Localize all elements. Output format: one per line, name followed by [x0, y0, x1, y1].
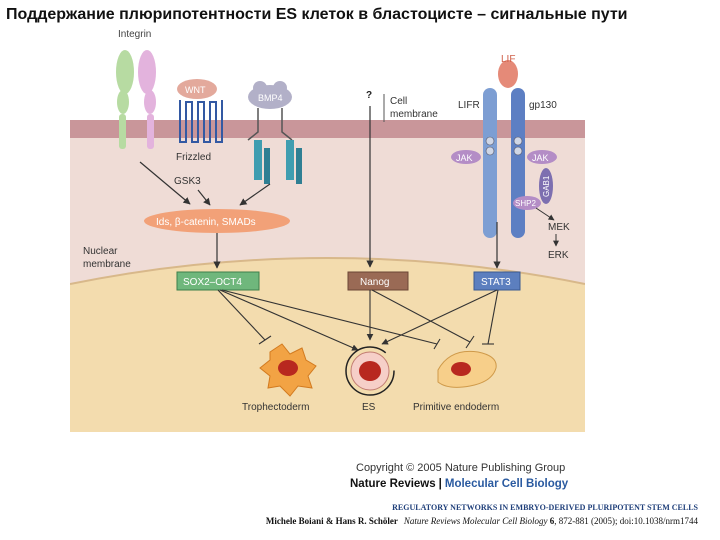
erk-label: ERK [548, 250, 569, 261]
nanog-label: Nanog [360, 277, 389, 288]
reference-pages-doi: , 872-881 (2005); doi:10.1038/nrm1744 [554, 516, 698, 526]
brand-separator: | [438, 478, 442, 490]
frizzled-receptor [179, 100, 223, 143]
integrin-complex-arrow [139, 161, 191, 205]
gab1 [539, 168, 553, 204]
wnt-ligand [177, 79, 217, 99]
signaling-diagram: Integrin WNT Frizzled BMP4 ? Cell membra… [70, 29, 585, 432]
jak-left-label: JAK [456, 153, 473, 163]
cell-membrane-label-2: membrane [390, 109, 438, 120]
ids-catenin-smads-complex [144, 209, 290, 233]
stat3-label: STAT3 [481, 277, 511, 288]
lifr-label: LIFR [458, 100, 480, 111]
copyright-notice: Copyright © 2005 Nature Publishing Group [356, 462, 566, 474]
shp2-mek-arrow [535, 207, 555, 221]
slide-title: Поддержание плюрипотентности ES клеток в… [6, 6, 628, 23]
brand-molecular-cell-biology: Molecular Cell Biology [444, 478, 569, 490]
gsk3-label: GSK3 [174, 176, 201, 187]
jak-right [527, 150, 557, 164]
lif-label: LIF [501, 54, 515, 65]
bmp4-receptor-right [286, 140, 294, 180]
nuclear-membrane-label-2: membrane [83, 259, 131, 270]
gp130-label: gp130 [529, 100, 557, 111]
wnt-label: WNT [185, 85, 206, 95]
jak-right-label: JAK [532, 153, 549, 163]
primitive-endoderm-label: Primitive endoderm [413, 402, 499, 413]
question-mark: ? [366, 90, 372, 101]
reference-volume: 6 [549, 516, 555, 526]
bmp4-receptor-left [254, 140, 262, 180]
journal-brand: Nature Reviews|Molecular Cell Biology [350, 478, 568, 490]
mek-label: MEK [548, 222, 570, 233]
bmp4-receptor-right-extra [281, 108, 293, 141]
nucleus [70, 258, 585, 432]
reference-title: REGULATORY NETWORKS IN EMBRYO-DERIVED PL… [392, 503, 698, 512]
frizzled-label: Frizzled [176, 152, 211, 163]
gp130-receptor [511, 88, 525, 238]
bmp4-receptor-left-2 [264, 148, 270, 184]
shp2 [513, 196, 541, 210]
jak-left [451, 150, 481, 164]
nuclear-membrane-label-1: Nuclear [83, 246, 118, 257]
complex-label: Ids, β-catenin, SMADs [156, 217, 256, 228]
regulatory-arrows [217, 289, 499, 351]
lifr-receptor [483, 88, 497, 238]
reference-citation: Michele Boiani & Hans R. Schöler Nature R… [266, 516, 698, 526]
nanog-box [347, 271, 409, 291]
reference-journal: Nature Reviews Molecular Cell Biology [403, 516, 548, 526]
cell-membrane-label-1: Cell [390, 96, 407, 107]
gab1-label: GAB1 [542, 175, 551, 197]
es-label: ES [362, 402, 376, 413]
lif-ligand [498, 60, 518, 88]
shp2-label: SHP2 [515, 199, 536, 208]
integrin-receptor [116, 50, 156, 149]
wnt-complex-arrow [197, 189, 211, 206]
bmp4-receptor-left-extra [247, 108, 259, 141]
sox2-oct4-label: SOX2–OCT4 [183, 277, 242, 288]
es-self-renewal-ring [345, 346, 395, 396]
bmp4-receptor-right-2 [296, 148, 302, 184]
trophectoderm-label: Trophectoderm [242, 402, 309, 413]
bmp4-label: BMP4 [258, 93, 283, 103]
integrin-label: Integrin [118, 29, 151, 40]
reference-authors: Michele Boiani & Hans R. Schöler [265, 516, 398, 526]
brand-nature-reviews: Nature Reviews [350, 478, 436, 490]
bmp4-complex-arrow [239, 183, 271, 206]
